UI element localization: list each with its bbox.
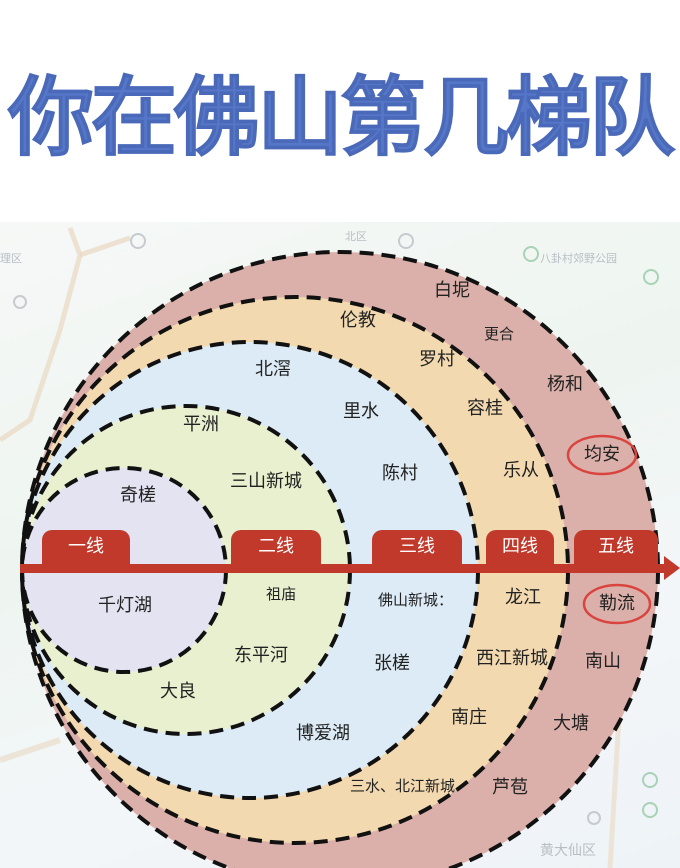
area-label: 里水 <box>343 401 379 422</box>
area-label: 大良 <box>160 681 196 702</box>
area-label: 博爱湖 <box>296 723 350 744</box>
tier-tab-2: 二线 <box>231 530 321 564</box>
axis-line <box>20 564 668 573</box>
highlight-junan <box>566 434 638 476</box>
area-label-highlighted: 勒流 <box>599 593 635 614</box>
tier-tab-4: 四线 <box>486 530 554 564</box>
area-label: 陈村 <box>382 463 418 484</box>
highlight-leliu <box>582 583 652 625</box>
area-label: 南庄 <box>451 707 487 728</box>
area-label: 奇槎 <box>120 485 156 506</box>
map-label-park: 八卦村郊野公园 <box>540 252 617 265</box>
area-label: 杨和 <box>547 374 583 395</box>
map-label-district: 理区 <box>0 252 22 265</box>
area-label: 大塘 <box>553 713 589 734</box>
area-label: 佛山新城： <box>378 591 454 609</box>
arrow-head-icon <box>664 556 680 580</box>
map-label-wongtaisin: 黄大仙区 <box>540 843 596 859</box>
tree-icon <box>523 246 539 262</box>
map-pin-icon <box>130 233 146 249</box>
area-label: 西江新城 <box>476 648 548 669</box>
area-label: 更合 <box>484 325 515 343</box>
area-label: 容桂 <box>467 398 503 419</box>
area-label-highlighted: 均安 <box>584 444 620 465</box>
tree-icon <box>642 802 658 818</box>
tier-tab-1: 一线 <box>42 530 130 564</box>
tier-tab-3: 三线 <box>372 530 462 564</box>
map-poi-icon <box>587 811 601 825</box>
title-banner: 你在佛山第几梯队 <box>0 0 680 222</box>
area-label: 罗村 <box>419 349 455 370</box>
tree-icon <box>642 772 658 788</box>
tier-tab-5: 五线 <box>574 530 658 564</box>
area-label: 平洲 <box>183 414 219 435</box>
area-label: 千灯湖 <box>98 595 152 616</box>
area-label: 三山新城 <box>230 471 302 492</box>
tree-icon <box>643 269 659 285</box>
area-label: 伦教 <box>340 310 376 331</box>
area-label: 芦苞 <box>492 777 528 798</box>
map-label-north: 北区 <box>345 230 367 243</box>
area-label: 东平河 <box>234 645 288 666</box>
area-label: 龙江 <box>505 587 541 608</box>
area-label: 北滘 <box>255 359 291 380</box>
area-label: 白坭 <box>434 280 470 301</box>
area-label: 乐从 <box>503 460 539 481</box>
area-label: 三水、北江新城 <box>350 777 456 795</box>
area-label: 祖庙 <box>266 585 297 603</box>
tier-map: 理区 北区 八卦村郊野公园 黄大仙区 <box>0 222 680 868</box>
map-poi-icon <box>13 295 27 309</box>
area-label: 张槎 <box>374 653 410 674</box>
area-label: 南山 <box>585 651 621 672</box>
page-title: 你在佛山第几梯队 <box>8 68 676 169</box>
map-pin-icon <box>398 233 414 249</box>
rings-svg <box>0 227 680 868</box>
